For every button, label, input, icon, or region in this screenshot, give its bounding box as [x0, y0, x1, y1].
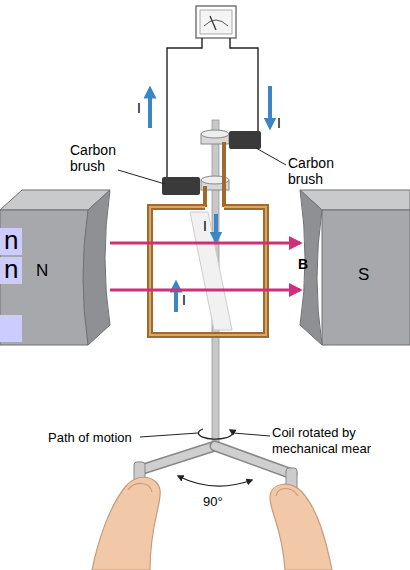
part-label: Carbon brush — [70, 142, 126, 174]
field-symbol: B — [298, 256, 308, 272]
hand — [270, 484, 332, 570]
coil — [150, 207, 266, 335]
slide-box — [0, 315, 22, 342]
part-label: Carbon brush — [288, 155, 344, 187]
pole-letter: N — [36, 260, 48, 281]
angle-arc — [178, 476, 252, 486]
field-line-arrow — [110, 289, 300, 292]
part-label: I — [182, 292, 186, 308]
angle-label: 90° — [203, 494, 223, 510]
coil-current-arrow — [176, 214, 216, 312]
slide-box: n — [0, 257, 22, 284]
galvanometer — [204, 20, 228, 26]
crank — [140, 446, 215, 470]
rotation-arrow — [198, 429, 232, 439]
galvanometer — [196, 6, 236, 38]
hand — [276, 489, 298, 497]
current-arrow — [148, 92, 152, 128]
leader-line — [140, 433, 198, 437]
galvanometer — [210, 16, 216, 30]
node-face — [322, 210, 410, 345]
crank — [140, 446, 215, 470]
node-face — [83, 190, 110, 345]
hand — [92, 477, 160, 570]
external-wire — [167, 38, 202, 178]
slide-text: n — [4, 254, 18, 284]
magnet-pole: S — [300, 190, 410, 345]
coil — [190, 212, 232, 330]
slide-text: n — [4, 225, 18, 255]
angle-arc — [178, 476, 252, 486]
part-label: Path of motion — [48, 430, 132, 446]
part-label: I — [277, 115, 281, 131]
slip-ring — [201, 130, 229, 138]
galvanometer — [200, 10, 232, 34]
pole-letter: S — [358, 264, 369, 285]
carbon-brush-block — [162, 131, 261, 195]
carbon-brush-block — [162, 177, 200, 195]
carbon-brush-block — [229, 131, 261, 149]
node-outline — [300, 190, 410, 345]
coil — [150, 207, 266, 335]
leader-line — [233, 433, 270, 436]
part-label: Coil rotated by mechanical mear — [272, 425, 410, 457]
galvanometer — [196, 6, 236, 38]
hand — [128, 483, 152, 492]
part-label: I — [137, 100, 141, 116]
leader-line — [118, 148, 286, 437]
leader-line — [118, 170, 165, 184]
part-label: I — [203, 218, 207, 234]
node-face — [0, 210, 88, 345]
rotation-arrow — [198, 429, 232, 439]
current-arrow — [150, 86, 270, 128]
external-wire — [230, 38, 258, 132]
hand — [92, 477, 332, 570]
leader-line — [256, 148, 286, 165]
current-arrow — [268, 86, 272, 124]
slide-box: n — [0, 228, 22, 255]
coil — [203, 186, 207, 207]
coil — [222, 142, 226, 207]
coil — [150, 142, 266, 335]
coil-current-arrow — [214, 214, 218, 238]
field-line-arrow — [110, 242, 300, 245]
